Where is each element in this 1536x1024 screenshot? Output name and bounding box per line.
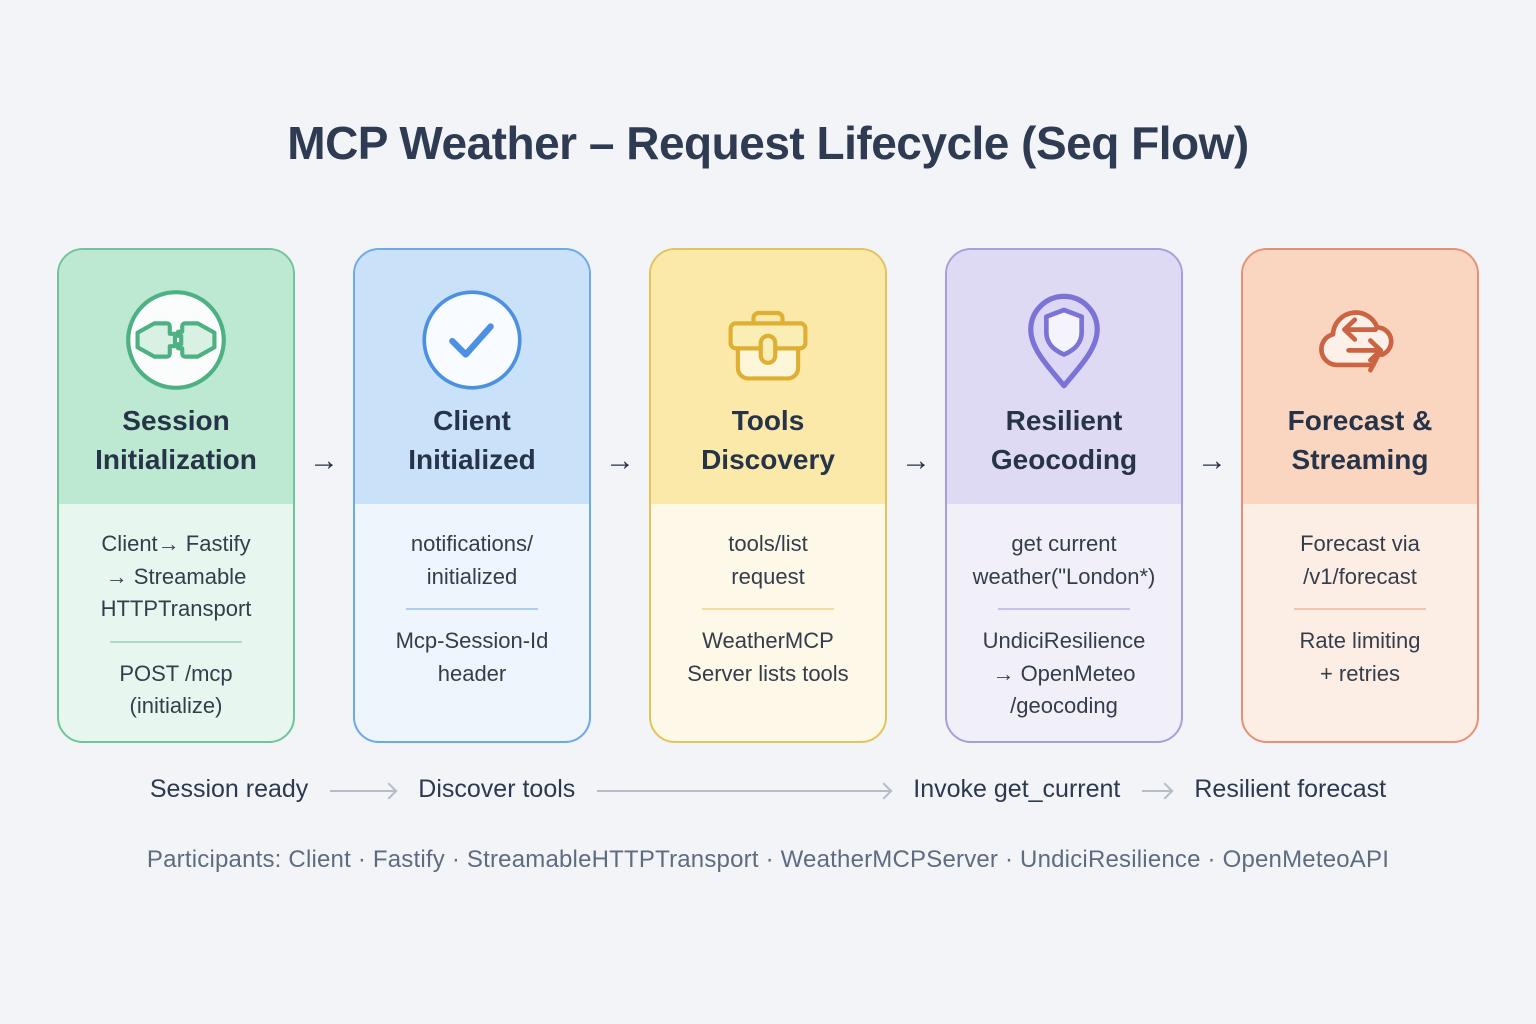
card-title: Resilient Geocoding bbox=[990, 405, 1138, 475]
stage-card-client-initialized: Client Initialized notifications/ initia… bbox=[353, 248, 591, 743]
card-header: Client Initialized bbox=[355, 250, 589, 504]
card-title: Tools Discovery bbox=[701, 405, 835, 475]
card-body: get current weather("London*) UndiciResi… bbox=[947, 504, 1181, 741]
card-detail-top: Forecast via /v1/forecast bbox=[1300, 531, 1420, 589]
card-detail-bottom: Rate limiting + retries bbox=[1299, 628, 1421, 686]
divider bbox=[1293, 608, 1427, 611]
card-detail-bottom: UndiciResilience → OpenMeteo /geocoding bbox=[982, 628, 1146, 719]
card-detail-top: Client→ Fastify → Streamable HTTPTranspo… bbox=[100, 531, 252, 622]
cloud-sync-icon bbox=[1306, 286, 1414, 394]
card-detail-top: notifications/ initialized bbox=[410, 531, 534, 589]
divider bbox=[109, 640, 243, 643]
arrow-right-icon: → bbox=[605, 444, 635, 477]
flow-step-label: Session ready bbox=[149, 775, 309, 803]
card-title: Session Initialization bbox=[95, 405, 257, 475]
card-body: tools/list request WeatherMCP Server lis… bbox=[651, 504, 885, 741]
card-body: Forecast via /v1/forecast Rate limiting … bbox=[1243, 504, 1477, 741]
flow-arrow-icon bbox=[1142, 789, 1173, 792]
flow-step-label: Invoke get_current bbox=[913, 775, 1121, 803]
card-header: Forecast & Streaming bbox=[1243, 250, 1477, 504]
flow-arrow-icon bbox=[330, 789, 397, 792]
check-circle-icon bbox=[418, 286, 526, 394]
card-header: Tools Discovery bbox=[651, 250, 885, 504]
card-header: Session Initialization bbox=[59, 250, 293, 504]
flow-summary-row: Session ready Discover tools Invoke get_… bbox=[0, 775, 1536, 804]
flow-step-label: Resilient forecast bbox=[1194, 775, 1387, 803]
stage-card-session-initialization: Session Initialization Client→ Fastify →… bbox=[57, 248, 295, 743]
diagram-canvas: MCP Weather – Request Lifecycle (Seq Flo… bbox=[0, 116, 1536, 1024]
card-header: Resilient Geocoding bbox=[947, 250, 1181, 504]
stage-card-tools-discovery: Tools Discovery tools/list request Weath… bbox=[649, 248, 887, 743]
flow-arrow-icon bbox=[597, 789, 892, 792]
toolbox-icon bbox=[714, 286, 822, 394]
card-body: Client→ Fastify → Streamable HTTPTranspo… bbox=[59, 504, 293, 741]
card-detail-top: get current weather("London*) bbox=[972, 531, 1156, 589]
card-body: notifications/ initialized Mcp-Session-I… bbox=[355, 504, 589, 741]
divider bbox=[405, 608, 539, 611]
stage-card-forecast-streaming: Forecast & Streaming Forecast via /v1/fo… bbox=[1241, 248, 1479, 743]
divider bbox=[701, 608, 835, 611]
arrow-right-icon: → bbox=[901, 444, 931, 477]
page-title: MCP Weather – Request Lifecycle (Seq Flo… bbox=[287, 117, 1249, 169]
card-detail-bottom: Mcp-Session-Id header bbox=[395, 628, 549, 686]
card-title: Client Initialized bbox=[408, 405, 536, 475]
flow-step-label: Discover tools bbox=[418, 775, 576, 803]
stages-row: Session Initialization Client→ Fastify →… bbox=[0, 248, 1536, 743]
participants-line: Participants: Client · Fastify · Streama… bbox=[146, 846, 1390, 873]
arrow-right-icon: → bbox=[1197, 444, 1227, 477]
card-title: Forecast & Streaming bbox=[1287, 405, 1433, 475]
card-detail-top: tools/list request bbox=[728, 531, 808, 589]
plug-connection-icon bbox=[122, 286, 230, 394]
location-pin-shield-icon bbox=[1010, 286, 1118, 394]
arrow-right-icon: → bbox=[309, 444, 339, 477]
card-detail-bottom: POST /mcp (initialize) bbox=[119, 660, 233, 719]
divider bbox=[997, 608, 1131, 611]
stage-card-resilient-geocoding: Resilient Geocoding get current weather(… bbox=[945, 248, 1183, 743]
card-detail-bottom: WeatherMCP Server lists tools bbox=[687, 628, 849, 686]
